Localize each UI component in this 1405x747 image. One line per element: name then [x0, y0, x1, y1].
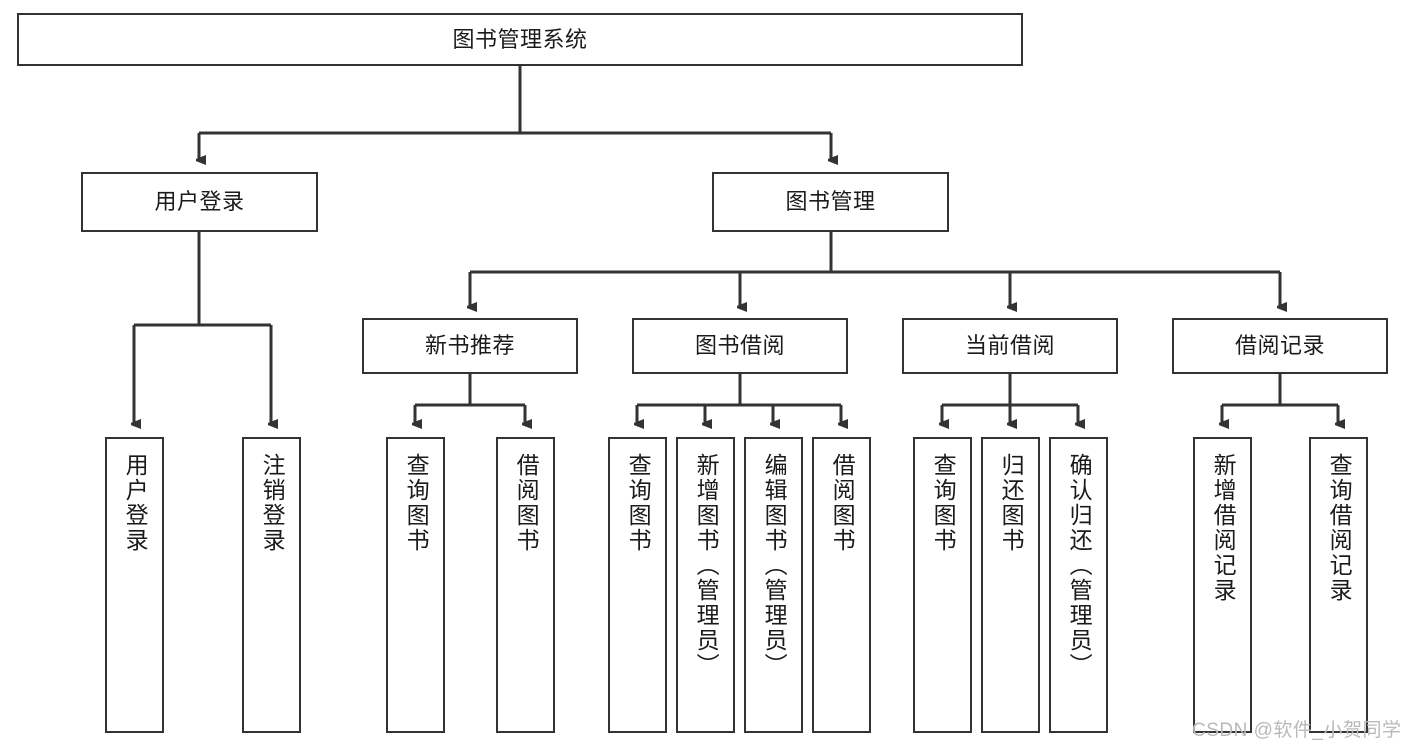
csdn-watermark: CSDN @软件_小贺同学	[1192, 720, 1402, 741]
leaf-label: 用户登录	[122, 453, 149, 553]
leaf-user-login-login[interactable]: 用户登录	[105, 437, 164, 733]
node-borrow-record-label: 借阅记录	[1234, 333, 1325, 358]
leaf-record-query-record[interactable]: 查询借阅记录	[1309, 437, 1368, 733]
leaf-recommend-borrow-book[interactable]: 借阅图书	[496, 437, 555, 733]
leaf-label: 新增图书（管理员）	[693, 453, 720, 678]
leaf-current-return-book[interactable]: 归还图书	[981, 437, 1040, 733]
leaf-record-add-record[interactable]: 新增借阅记录	[1193, 437, 1252, 733]
node-user-login[interactable]: 用户登录	[81, 172, 318, 232]
node-book-borrow[interactable]: 图书借阅	[632, 318, 848, 374]
node-book-management[interactable]: 图书管理	[712, 172, 949, 232]
leaf-label: 查询图书	[930, 453, 957, 553]
leaf-label: 查询图书	[625, 453, 652, 553]
leaf-current-query-book[interactable]: 查询图书	[913, 437, 972, 733]
node-borrow-record[interactable]: 借阅记录	[1172, 318, 1388, 374]
node-root[interactable]: 图书管理系统	[17, 13, 1023, 66]
leaf-label: 借阅图书	[829, 453, 856, 553]
node-new-book-recommend[interactable]: 新书推荐	[362, 318, 578, 374]
leaf-label: 注销登录	[259, 453, 286, 553]
leaf-label: 借阅图书	[513, 453, 540, 553]
leaf-user-login-logout[interactable]: 注销登录	[242, 437, 301, 733]
leaf-recommend-query-book[interactable]: 查询图书	[386, 437, 445, 733]
leaf-label: 归还图书	[998, 453, 1025, 553]
leaf-borrow-query-book[interactable]: 查询图书	[608, 437, 667, 733]
node-book-borrow-label: 图书借阅	[694, 333, 785, 358]
leaf-borrow-add-book[interactable]: 新增图书（管理员）	[676, 437, 735, 733]
leaf-label: 编辑图书（管理员）	[761, 453, 788, 678]
node-user-login-label: 用户登录	[154, 189, 245, 214]
node-current-borrow[interactable]: 当前借阅	[902, 318, 1118, 374]
leaf-label: 查询借阅记录	[1326, 453, 1353, 603]
leaf-label: 新增借阅记录	[1210, 453, 1237, 603]
leaf-current-confirm-return[interactable]: 确认归还（管理员）	[1049, 437, 1108, 733]
leaf-borrow-edit-book[interactable]: 编辑图书（管理员）	[744, 437, 803, 733]
leaf-label: 确认归还（管理员）	[1066, 453, 1093, 678]
node-root-label: 图书管理系统	[452, 26, 588, 52]
node-current-borrow-label: 当前借阅	[964, 333, 1055, 358]
leaf-borrow-borrow-book[interactable]: 借阅图书	[812, 437, 871, 733]
node-book-management-label: 图书管理	[785, 189, 876, 214]
node-new-book-recommend-label: 新书推荐	[424, 333, 515, 358]
leaf-label: 查询图书	[403, 453, 430, 553]
